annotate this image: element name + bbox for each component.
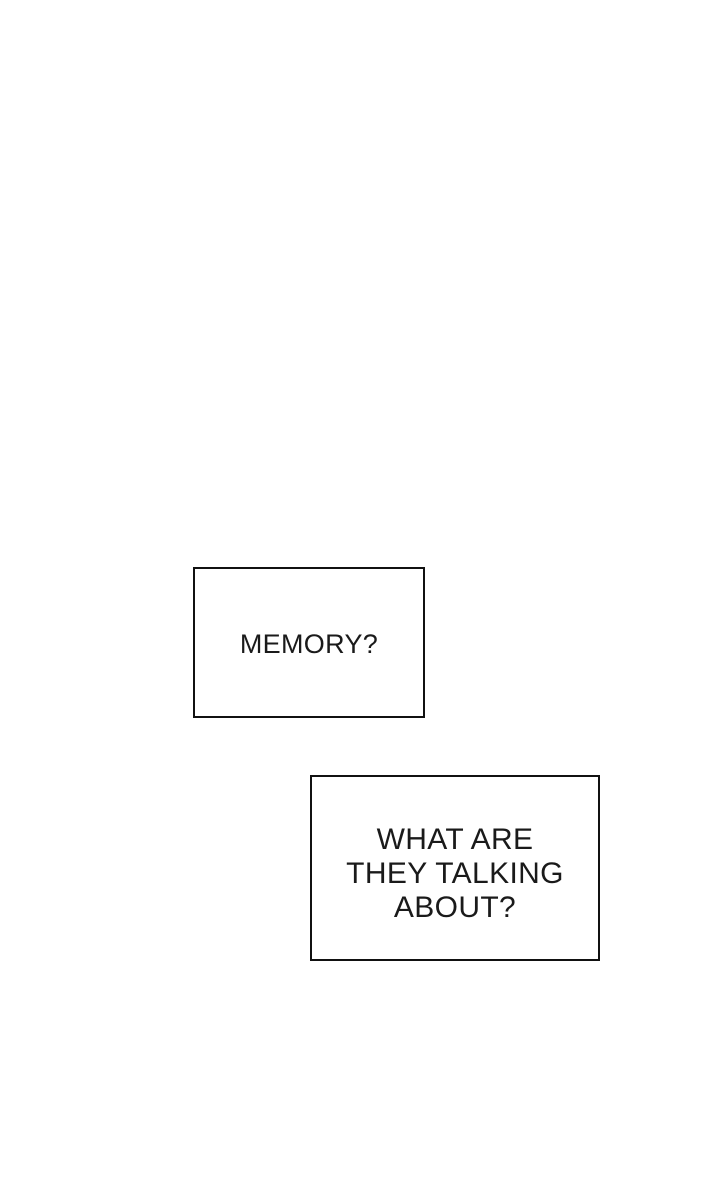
- speech-box-memory-text: MEMORY?: [239, 629, 379, 659]
- speech-box-talking: WHAT ARE THEY TALKING ABOUT?: [310, 775, 600, 961]
- speech-box-talking-text: WHAT ARE THEY TALKING ABOUT?: [346, 823, 564, 924]
- speech-box-memory: MEMORY?: [193, 567, 425, 718]
